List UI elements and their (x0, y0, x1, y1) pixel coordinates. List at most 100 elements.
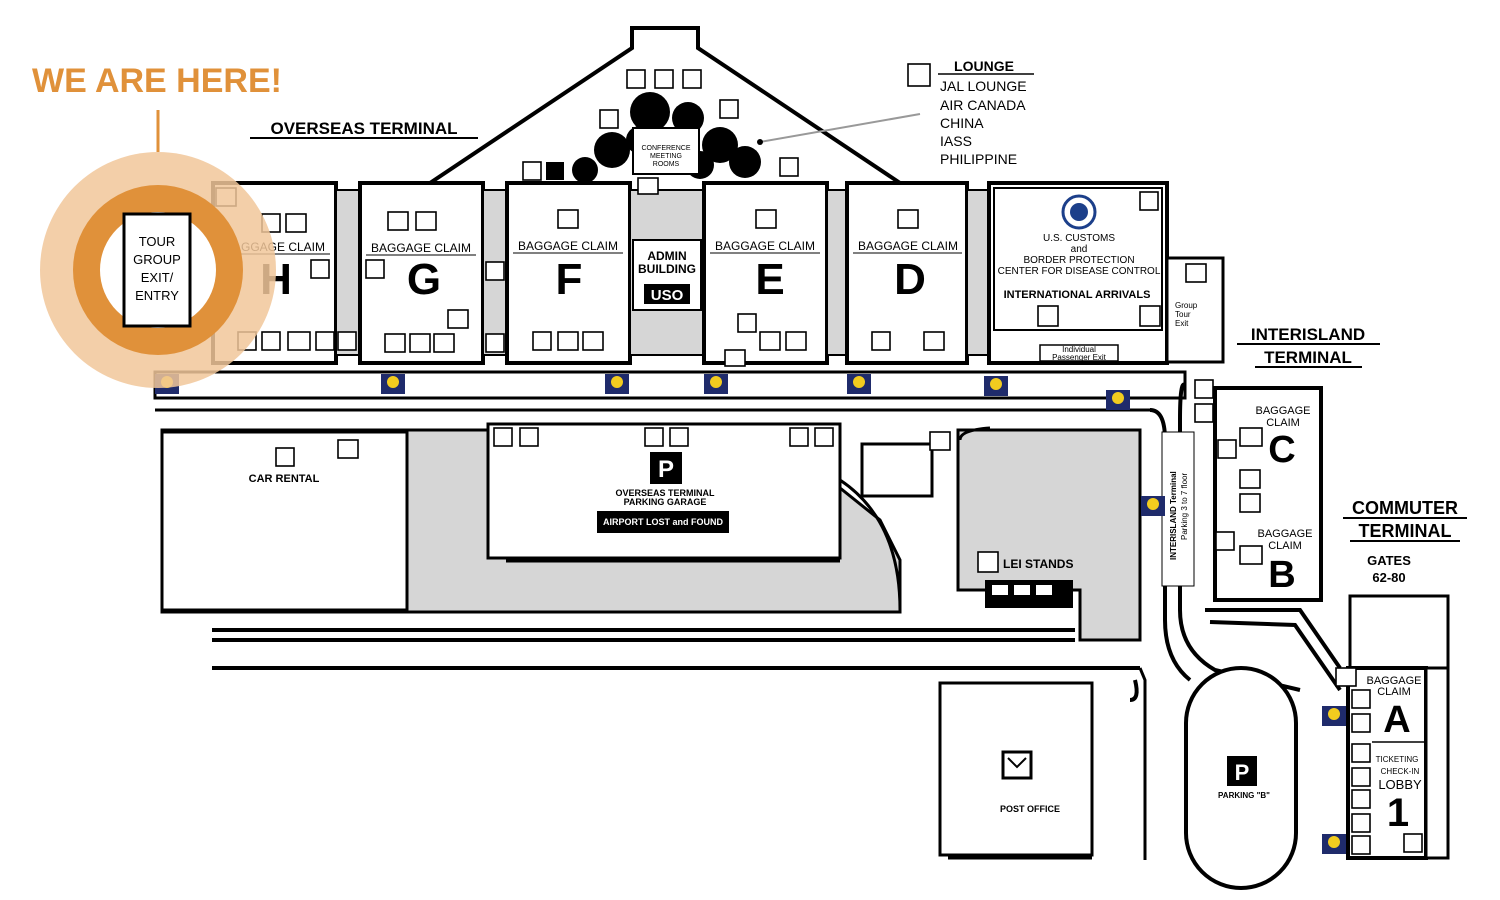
lounge-callout: LOUNGE JAL LOUNGE AIR CANADA CHINA IASS … (757, 58, 1034, 167)
luggage-cart-icon (1239, 545, 1263, 565)
car-rental-icon (759, 331, 781, 351)
restroom-icon (310, 259, 330, 279)
lounge-item-iass: IASS (940, 133, 972, 149)
elevator-icon (493, 427, 513, 447)
luggage-cart-icon (1351, 713, 1371, 733)
luggage-cart-icon (557, 209, 579, 229)
restroom-icon (485, 261, 505, 281)
drink-icon (1351, 743, 1371, 763)
baggage-claim-a-line-1: BAGGAGE (1366, 675, 1421, 687)
elevator-icon (1194, 379, 1214, 399)
commuter-gates-label: GATES (1367, 553, 1411, 568)
post-office: POST OFFICE (938, 681, 1094, 860)
tour-group-line-4: ENTRY (135, 288, 179, 303)
customs-door-icon (1037, 305, 1059, 327)
phone-icon (682, 69, 702, 89)
baggage-claim-a-line-2: CLAIM (1377, 686, 1411, 698)
elevator-icon (522, 161, 542, 181)
conference-line-3: ROOMS (653, 161, 680, 168)
dhs-seal-inner (1070, 203, 1088, 221)
car-rental-icon (275, 447, 295, 467)
baggage-claim-b-line-1: BAGGAGE (1257, 528, 1312, 540)
group-tour-exit-line-2: Tour (1175, 310, 1191, 319)
restroom-icon (1335, 667, 1357, 687)
info-icon (261, 331, 281, 351)
restroom-icon (599, 109, 619, 129)
info-icon (1215, 531, 1235, 551)
baggage-claim-f-label: BAGGAGE CLAIM (518, 239, 618, 253)
claim-letter-b: B (1268, 554, 1295, 596)
escalator-icon (929, 431, 951, 451)
elevator-icon (337, 331, 357, 351)
phone-icon (1351, 689, 1371, 709)
overseas-terminal: CONFERENCE MEETING ROOMS BAGGAGE CLAIM B… (211, 26, 1225, 365)
ticketing-line-1: TICKETING (1376, 755, 1419, 764)
international-arrivals-label: INTERNATIONAL ARRIVALS (1004, 289, 1151, 301)
car-rental-icon (557, 331, 579, 351)
lost-found-badge (597, 511, 729, 533)
phone-icon (789, 427, 809, 447)
elevator-icon (779, 157, 799, 177)
phone-icon (1351, 835, 1371, 855)
info-icon (785, 331, 807, 351)
currency-exchange-icon (287, 331, 311, 351)
interisland-title-1: INTERISLAND (1251, 325, 1365, 344)
luggage-cart-icon (1239, 427, 1263, 447)
car-rental-icon (433, 333, 455, 353)
individual-exit-line-1: Individual (1062, 345, 1096, 354)
baggage-claim-e-label: BAGGAGE CLAIM (715, 239, 815, 253)
escalator-icon (337, 439, 359, 459)
customs-line-4: CENTER FOR DISEASE CONTROL (998, 266, 1161, 277)
parking-b-label: PARKING "B" (1218, 791, 1270, 800)
overseas-parking-garage: P OVERSEAS TERMINAL PARKING GARAGE AIRPO… (486, 422, 934, 563)
restroom-icon (1239, 469, 1261, 489)
restroom-icon (637, 177, 659, 195)
phone-icon (669, 427, 689, 447)
individual-exit-line-2: Passenger Exit (1052, 353, 1107, 362)
ticketing-line-2: CHECK-IN (1381, 767, 1420, 776)
customs-line-3: BORDER PROTECTION (1023, 255, 1134, 266)
lost-found-label: AIRPORT LOST and FOUND (603, 517, 723, 527)
parking-garage-p: P (658, 456, 674, 483)
escalator-icon (1194, 403, 1214, 423)
tour-group-line-2: GROUP (133, 252, 181, 267)
tour-group-line-1: TOUR (139, 234, 176, 249)
commuter-title-2: TERMINAL (1359, 521, 1452, 541)
lounge-item-philippine: PHILIPPINE (940, 151, 1017, 167)
lei-stands: LEI STANDS (977, 551, 1073, 608)
bus-icon (384, 333, 406, 353)
parking-garage-p-icon (650, 452, 682, 484)
restroom-icon (1239, 493, 1261, 513)
baggage-icon (387, 211, 409, 231)
phone-icon (315, 331, 335, 351)
lobby-number: 1 (1387, 791, 1409, 835)
claim-letter-a: A (1383, 699, 1410, 741)
interisland-parking-line-1: INTERISLAND Terminal (1169, 471, 1178, 560)
claim-letter-c: C (1268, 429, 1295, 471)
restaurant-icon (447, 309, 469, 329)
admin-building-line-2: BUILDING (638, 262, 696, 276)
lounge-item-china: CHINA (940, 115, 984, 131)
conference-rooms (632, 127, 700, 175)
lounge-item-jal: JAL LOUNGE (940, 78, 1027, 94)
parking-garage-name-2: PARKING GARAGE (624, 497, 707, 507)
parking-b-p: P (1235, 760, 1250, 785)
luggage-cart-icon (285, 213, 307, 233)
commuter-gates-range: 62-80 (1372, 570, 1405, 585)
escalator-icon (626, 69, 646, 89)
commuter-title-1: COMMUTER (1352, 498, 1458, 518)
interisland-parking-line-2: Parking 3 to 7 floor (1180, 473, 1189, 540)
claim-letter-g: G (407, 255, 441, 304)
lobby-label: LOBBY (1378, 777, 1422, 792)
parking-b-p-icon (1227, 756, 1257, 786)
baggage-claim-g-label: BAGGAGE CLAIM (371, 241, 471, 255)
info-icon (582, 331, 604, 351)
bus-icon (724, 349, 746, 367)
elevator-icon (485, 333, 505, 353)
we-are-here-label: WE ARE HERE! (32, 62, 282, 100)
lounge-title: LOUNGE (954, 58, 1014, 74)
first-aid-icon (546, 162, 564, 180)
tour-group-exit-box (122, 212, 192, 328)
baggage-claim-c-line-1: BAGGAGE (1255, 405, 1310, 417)
luggage-cart-icon (897, 209, 919, 229)
